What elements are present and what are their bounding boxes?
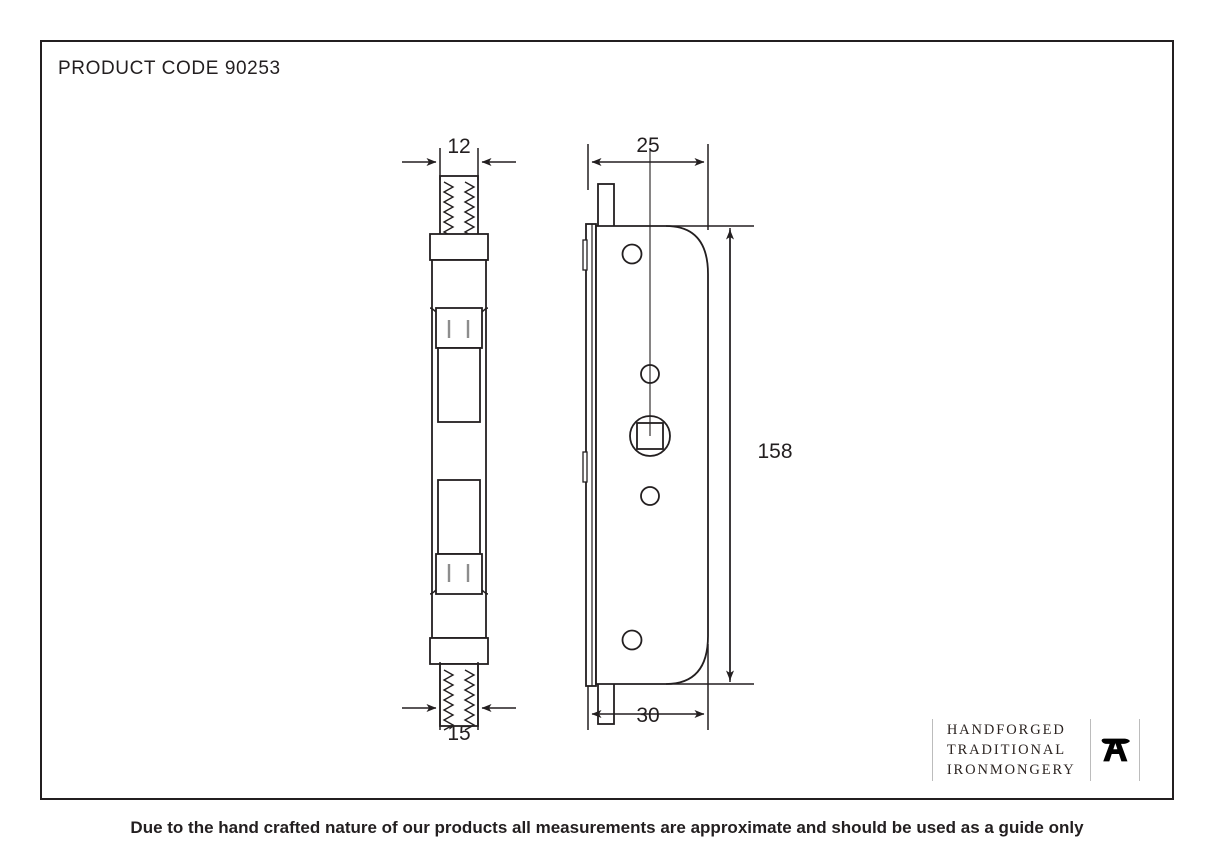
- dimension-15-group: [402, 662, 516, 730]
- dimension-158-group: [666, 225, 754, 685]
- technical-drawing: 12 15 25 158 30: [402, 134, 793, 745]
- edge-view-group: [429, 175, 489, 731]
- dimension-25-group: [587, 144, 709, 230]
- logo-divider-left: [932, 719, 933, 781]
- logo-divider-right: [1139, 719, 1141, 781]
- logo-wordmark: HANDFORGED TRADITIONAL IRONMONGERY: [947, 720, 1076, 780]
- product-code-label: PRODUCT CODE 90253: [58, 58, 281, 79]
- logo-divider-middle: [1089, 719, 1091, 781]
- dimension-value-15: 15: [447, 722, 470, 745]
- dimension-12-group: [402, 148, 516, 180]
- dimension-value-158: 158: [757, 440, 792, 463]
- measurement-disclaimer: Due to the hand crafted nature of our pr…: [130, 818, 1084, 837]
- brand-logo: HANDFORGED TRADITIONAL IRONMONGERY: [932, 712, 1141, 788]
- face-view-group: [582, 150, 709, 725]
- logo-line-traditional: TRADITIONAL: [946, 742, 1066, 758]
- dimension-value-30: 30: [636, 704, 659, 727]
- dimension-value-25: 25: [636, 134, 659, 157]
- dimension-value-12: 12: [447, 135, 470, 158]
- logo-line-ironmongery: IRONMONGERY: [946, 762, 1076, 778]
- logo-line-handforged: HANDFORGED: [946, 722, 1066, 738]
- dimension-30-group: [587, 644, 709, 730]
- anvil-a-icon: [1102, 738, 1131, 762]
